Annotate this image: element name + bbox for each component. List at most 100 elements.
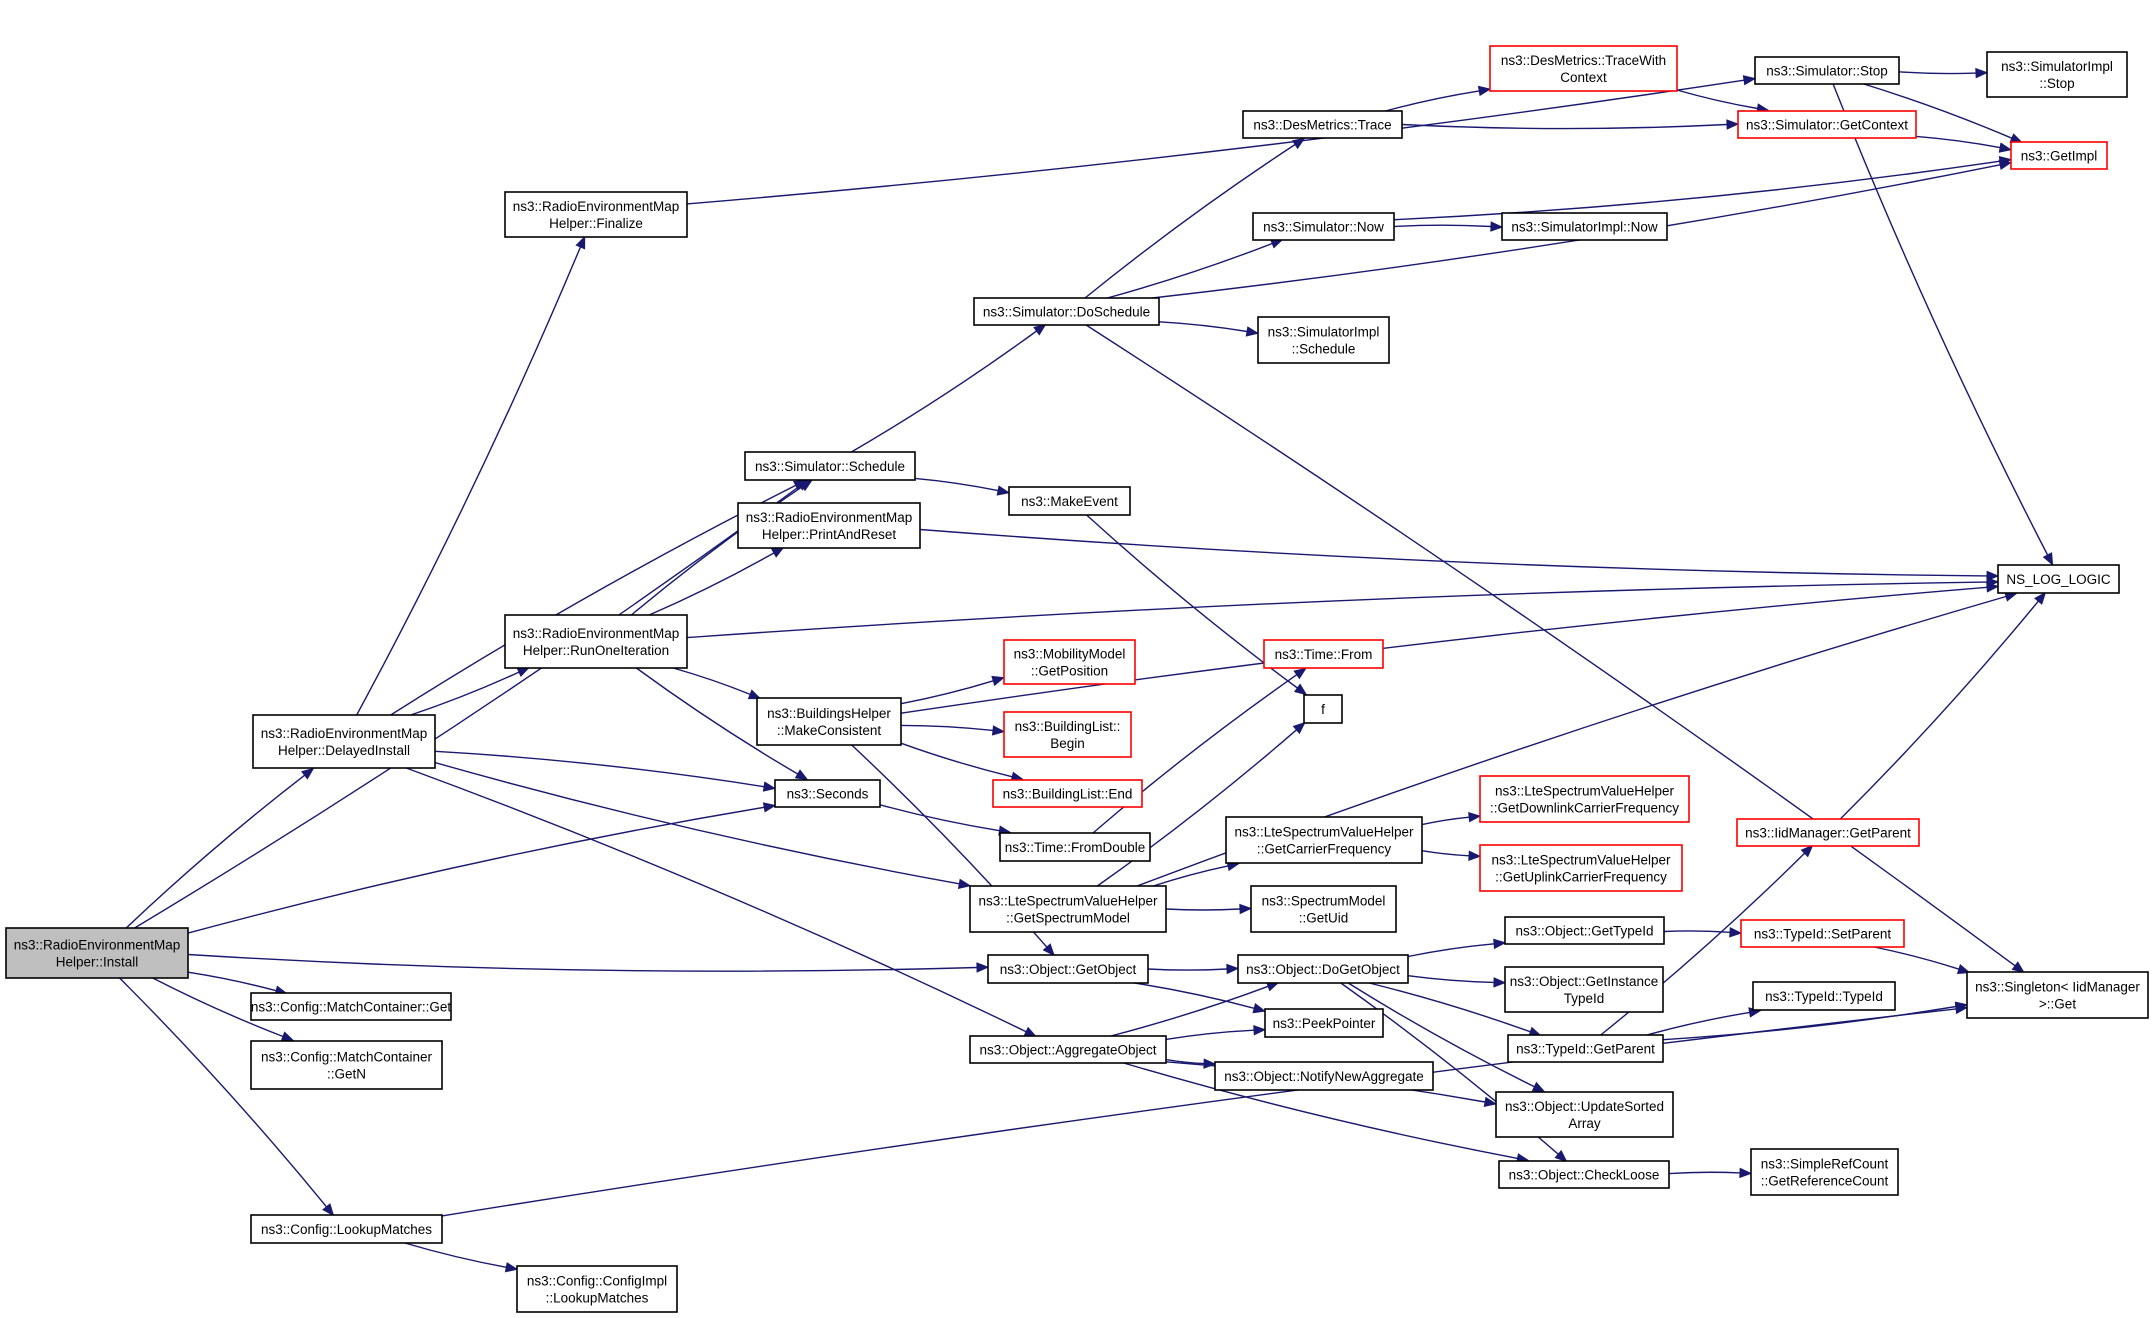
node-iidparent[interactable]: ns3::IidManager::GetParent (1736, 818, 1920, 847)
edge-line (648, 552, 775, 616)
node-tidparent[interactable]: ns3::TypeId::GetParent (1507, 1034, 1664, 1063)
node-getcontext[interactable]: ns3::Simulator::GetContext (1737, 110, 1917, 139)
node-makeevent[interactable]: ns3::MakeEvent (1008, 486, 1131, 516)
node-peek[interactable]: ns3::PeekPointer (1264, 1008, 1384, 1038)
node-implstop[interactable]: ns3::SimulatorImpl::Stop (1986, 51, 2128, 98)
node-getspec[interactable]: ns3::LteSpectrumValueHelper::GetSpectrum… (969, 885, 1167, 933)
node-label: ns3::SimulatorImpl (2001, 59, 2113, 74)
node-f[interactable]: f (1303, 694, 1343, 724)
node-dogetobject[interactable]: ns3::Object::DoGetObject (1237, 954, 1409, 984)
node-getobject[interactable]: ns3::Object::GetObject (987, 954, 1149, 984)
node-box (1479, 775, 1690, 823)
arrowhead (2042, 552, 2054, 566)
edge-line (1915, 135, 2001, 149)
node-label: ns3::Object::GetTypeId (1515, 924, 1653, 939)
node-fromdouble[interactable]: ns3::Time::FromDouble (999, 832, 1151, 862)
edge-makecons-to-nslog (900, 582, 2000, 714)
node-getdl[interactable]: ns3::LteSpectrumValueHelper::GetDownlink… (1479, 775, 1690, 823)
node-label: ns3::RadioEnvironmentMap (513, 626, 680, 641)
arrowhead (1531, 1081, 1546, 1093)
node-delayed[interactable]: ns3::RadioEnvironmentMapHelper::DelayedI… (252, 714, 436, 769)
edge-line (1832, 83, 2049, 556)
node-box (1263, 639, 1384, 669)
edge-line (406, 767, 1027, 1033)
arrowhead (747, 689, 762, 700)
edge-line (1107, 242, 1273, 299)
node-lookup[interactable]: ns3::Config::LookupMatches (250, 1214, 443, 1244)
edge-line (1662, 1005, 1957, 1041)
node-simstop[interactable]: ns3::Simulator::Stop (1754, 56, 1900, 85)
node-tidtid[interactable]: ns3::TypeId::TypeId (1752, 981, 1896, 1011)
node-nslog[interactable]: NS_LOG_LOGIC (1997, 564, 2120, 594)
edge-runone-to-printreset (648, 546, 785, 616)
node-label: ns3::LteSpectrumValueHelper (1234, 825, 1414, 840)
node-label: ns3::Config::ConfigImpl (527, 1274, 667, 1289)
edge-lookup-to-cilookup (404, 1242, 519, 1273)
node-setparent[interactable]: ns3::TypeId::SetParent (1740, 919, 1905, 948)
node-label: ns3::Object::DoGetObject (1246, 962, 1400, 977)
node-blbegin[interactable]: ns3::BuildingList::Begin (1003, 711, 1132, 758)
node-seconds[interactable]: ns3::Seconds (774, 779, 881, 808)
node-printreset[interactable]: ns3::RadioEnvironmentMapHelper::PrintAnd… (737, 502, 921, 549)
node-mcget[interactable]: ns3::Config::MatchContainer::Get (250, 992, 452, 1021)
node-cilookup[interactable]: ns3::Config::ConfigImpl::LookupMatches (516, 1265, 678, 1313)
node-label: ns3::Object::AggregateObject (979, 1043, 1156, 1058)
node-getul[interactable]: ns3::LteSpectrumValueHelper::GetUplinkCa… (1479, 844, 1683, 892)
arrowhead (1239, 903, 1253, 915)
node-implsched[interactable]: ns3::SimulatorImpl::Schedule (1257, 316, 1390, 364)
edge-line (686, 581, 1988, 639)
node-label: ns3::BuildingsHelper (767, 706, 891, 721)
node-box (1252, 212, 1395, 241)
node-runone[interactable]: ns3::RadioEnvironmentMapHelper::RunOneIt… (504, 614, 688, 669)
node-simnow[interactable]: ns3::Simulator::Now (1252, 212, 1395, 241)
node-schedule[interactable]: ns3::Simulator::Schedule (744, 451, 916, 481)
edge-line (187, 953, 978, 972)
node-aggregate[interactable]: ns3::Object::AggregateObject (969, 1035, 1167, 1064)
node-doschedule[interactable]: ns3::Simulator::DoSchedule (973, 297, 1160, 326)
edge-runone-to-makecons (673, 667, 762, 700)
arrowhead (799, 479, 813, 492)
node-getuid[interactable]: ns3::SpectrumModel::GetUid (1250, 885, 1397, 933)
node-box (1997, 564, 2120, 594)
node-box (1242, 110, 1403, 139)
node-dmtrace[interactable]: ns3::DesMetrics::Trace (1242, 110, 1403, 139)
edge-line (1085, 324, 2016, 967)
node-refcount[interactable]: ns3::SimpleRefCount::GetReferenceCount (1750, 1148, 1899, 1196)
node-box (973, 297, 1160, 326)
node-checkloose[interactable]: ns3::Object::CheckLoose (1498, 1160, 1670, 1189)
node-getcarrier[interactable]: ns3::LteSpectrumValueHelper::GetCarrierF… (1225, 816, 1423, 864)
node-label: ns3::LteSpectrumValueHelper (1495, 784, 1675, 799)
node-box (744, 451, 916, 481)
node-singleton[interactable]: ns3::Singleton< IidManager >::Get (1966, 971, 2149, 1019)
node-getpos[interactable]: ns3::MobilityModel::GetPosition (1003, 639, 1136, 685)
node-gettypeid[interactable]: ns3::Object::GetTypeId (1504, 916, 1665, 945)
edge-line (1134, 982, 1255, 1009)
node-timefrom[interactable]: ns3::Time::From (1263, 639, 1384, 669)
node-box (756, 697, 902, 746)
node-box (774, 779, 881, 808)
node-label: Helper::Finalize (549, 216, 643, 231)
node-box (1986, 51, 2128, 98)
node-blend[interactable]: ns3::BuildingList::End (992, 779, 1143, 808)
node-getimpl[interactable]: ns3::GetImpl (2010, 141, 2108, 170)
arrowhead (1033, 323, 1047, 336)
node-mcgetn[interactable]: ns3::Config::MatchContainer::GetN (250, 1040, 443, 1090)
node-label: ::Schedule (1292, 342, 1356, 357)
edge-getspec-to-getcarrier (1153, 860, 1241, 887)
node-label: ::GetDownlinkCarrierFrequency (1490, 801, 1679, 816)
edge-makecons-to-getpos (900, 675, 1006, 705)
node-implnow[interactable]: ns3::SimulatorImpl::Now (1501, 212, 1668, 241)
node-notifyagg[interactable]: ns3::Object::NotifyNewAggregate (1214, 1061, 1434, 1091)
edge-line (1165, 1058, 1205, 1065)
node-label: ns3::SimulatorImpl (1268, 325, 1380, 340)
node-box (969, 1035, 1167, 1064)
node-label: Array (1568, 1116, 1601, 1131)
edge-tracewith-to-getcontext (1676, 89, 1770, 114)
node-box (250, 992, 452, 1021)
node-makecons[interactable]: ns3::BuildingsHelper::MakeConsistent (756, 697, 902, 746)
